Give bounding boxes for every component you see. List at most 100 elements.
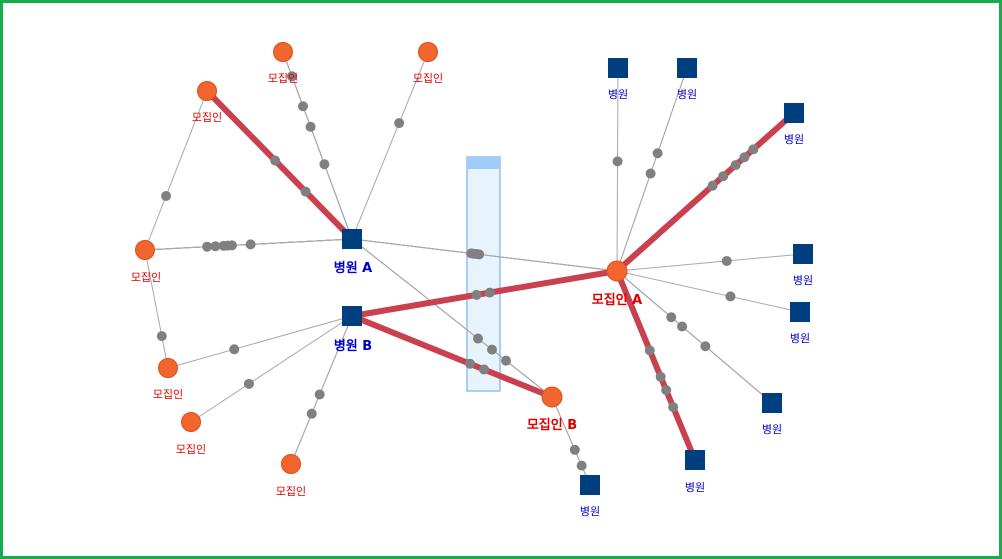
hospital-label: 병원 <box>784 133 804 146</box>
connector-node[interactable] <box>487 344 497 355</box>
recruiter-label: 모집인 <box>413 72 443 85</box>
edge-line <box>190 315 353 423</box>
hospital-a-label: 병원 A <box>334 260 373 276</box>
connector-node[interactable] <box>739 152 750 163</box>
recruiter-node[interactable] <box>281 454 301 474</box>
connector-node[interactable] <box>306 408 317 419</box>
connector-node[interactable] <box>707 180 718 191</box>
connector-node[interactable] <box>644 345 655 356</box>
highlight-path <box>614 268 698 463</box>
edge-line <box>616 270 801 313</box>
connector-node[interactable] <box>718 171 729 182</box>
connector-node[interactable] <box>156 331 167 342</box>
connector-node[interactable] <box>473 333 483 344</box>
connector-node[interactable] <box>677 321 688 332</box>
connector-node[interactable] <box>245 239 256 250</box>
connector-node[interactable] <box>730 160 741 171</box>
focus-region-header <box>467 157 500 169</box>
connector-node[interactable] <box>202 241 213 252</box>
connector-node[interactable] <box>700 341 711 352</box>
connector-node[interactable] <box>666 312 677 323</box>
hospital-label: 병원 <box>608 88 628 101</box>
connector-node[interactable] <box>286 71 297 82</box>
connector-node[interactable] <box>721 255 732 266</box>
connector-node[interactable] <box>394 118 405 129</box>
connector-node[interactable] <box>576 460 587 471</box>
edge-line <box>616 270 773 404</box>
edge-line <box>351 51 429 240</box>
recruiter-label: 모집인 <box>192 111 222 124</box>
connector-node[interactable] <box>319 159 330 170</box>
connector-node[interactable] <box>612 156 623 167</box>
recruiter-label: 모집인 <box>131 271 161 284</box>
recruiter-label: 모집인 <box>153 388 183 401</box>
connector-node[interactable] <box>305 121 316 132</box>
hospital-node[interactable] <box>685 450 705 470</box>
hospital-node-main[interactable] <box>342 229 362 249</box>
edge-line <box>144 249 169 369</box>
recruiter-node[interactable] <box>197 81 217 101</box>
connector-node[interactable] <box>652 148 663 159</box>
hospital-label: 병원 <box>762 423 782 436</box>
connector-node[interactable] <box>748 144 759 155</box>
connector-node[interactable] <box>479 364 489 375</box>
hospital-label: 병원 <box>685 481 705 494</box>
hospital-node[interactable] <box>580 475 600 495</box>
connector-node[interactable] <box>210 241 221 252</box>
connector-node[interactable] <box>243 378 254 389</box>
recruiter-label: 모집인 <box>268 72 298 85</box>
hospital-node[interactable] <box>790 302 810 322</box>
recruiter-label: 모집인 <box>176 443 206 456</box>
connector-node[interactable] <box>300 186 311 197</box>
connector-node[interactable] <box>645 168 656 179</box>
recruiter-node-main[interactable] <box>606 260 628 282</box>
connector-node[interactable] <box>465 358 475 369</box>
hospital-node-main[interactable] <box>342 306 362 326</box>
hospital-b-label: 병원 B <box>334 338 372 354</box>
recruiter-node[interactable] <box>418 42 438 62</box>
hospital-node[interactable] <box>793 244 813 264</box>
hospital-label: 병원 <box>580 505 600 518</box>
highlight-path <box>349 313 555 400</box>
edge-line <box>351 238 553 398</box>
focus-region <box>466 156 501 392</box>
hospital-node[interactable] <box>677 58 697 78</box>
connector-node[interactable] <box>655 371 666 382</box>
highlight-path <box>349 268 620 319</box>
hospital-label: 병원 <box>790 332 810 345</box>
hospital-label: 병원 <box>677 88 697 101</box>
connector-node[interactable] <box>229 344 240 355</box>
connector-node[interactable] <box>161 190 172 201</box>
connector-node[interactable] <box>501 355 511 366</box>
connector-node[interactable] <box>468 248 479 259</box>
recruiter-node[interactable] <box>158 358 178 378</box>
connector-node[interactable] <box>484 287 495 298</box>
connector-node[interactable] <box>218 240 229 251</box>
recruiter-node[interactable] <box>135 240 155 260</box>
hospital-node[interactable] <box>762 393 782 413</box>
edge-line <box>616 67 619 272</box>
connector-node[interactable] <box>569 444 580 455</box>
connector-node[interactable] <box>661 385 672 396</box>
connector-node[interactable] <box>668 402 679 413</box>
hospital-node[interactable] <box>608 58 628 78</box>
highlight-path <box>204 88 355 242</box>
recruiter-node[interactable] <box>273 42 293 62</box>
connector-node[interactable] <box>270 155 281 166</box>
recruiter-label: 모집인 <box>276 485 306 498</box>
edge-line <box>551 396 591 486</box>
connector-node[interactable] <box>298 101 309 112</box>
highlight-path <box>614 110 797 274</box>
edge-line <box>167 315 353 369</box>
connector-node[interactable] <box>725 291 736 302</box>
recruiter-node[interactable] <box>181 412 201 432</box>
recruiter-node-main[interactable] <box>541 386 563 408</box>
hospital-node[interactable] <box>784 103 804 123</box>
recruiter-a-label: 모집인 A <box>592 292 642 308</box>
edge-line <box>144 90 208 251</box>
edge-line <box>616 253 804 272</box>
connector-node[interactable] <box>314 389 325 400</box>
connector-node[interactable] <box>471 289 482 300</box>
